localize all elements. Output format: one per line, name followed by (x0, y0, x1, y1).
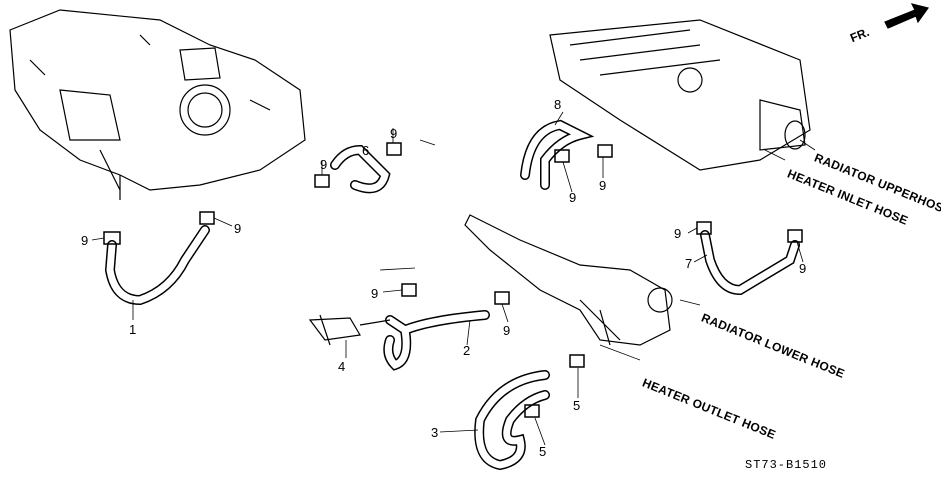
part-number-6: 6 (362, 143, 370, 158)
part-number-5: 5 (539, 444, 547, 459)
part-number-3: 3 (431, 425, 439, 440)
part-number-9: 9 (371, 286, 379, 301)
part-number-9: 9 (674, 226, 682, 241)
part-number-9: 9 (81, 233, 89, 248)
clamps (103, 142, 803, 418)
part-number-9: 9 (390, 126, 398, 141)
part-number-2: 2 (463, 343, 471, 358)
diagram-code: ST73-B1510 (745, 458, 828, 472)
front-arrow-icon (884, 3, 930, 29)
part-number-7: 7 (685, 256, 693, 271)
cylinder-head-drawing (549, 19, 811, 171)
part-number-9: 9 (503, 323, 511, 338)
part-number-9: 9 (599, 178, 607, 193)
part-number-8: 8 (554, 97, 562, 112)
part-number-9: 9 (234, 221, 242, 236)
sensor-part-drawing (308, 314, 391, 346)
part-number-9: 9 (799, 261, 807, 276)
intake-manifold-drawing (9, 9, 306, 200)
part-number-9: 9 (569, 190, 577, 205)
part-number-9: 9 (320, 157, 328, 172)
water-outlet-drawing (464, 214, 673, 346)
part-number-4: 4 (338, 359, 346, 374)
part-number-5: 5 (573, 398, 581, 413)
hoses (104, 119, 800, 471)
leader-lines (91, 111, 816, 446)
part-number-1: 1 (129, 322, 137, 337)
